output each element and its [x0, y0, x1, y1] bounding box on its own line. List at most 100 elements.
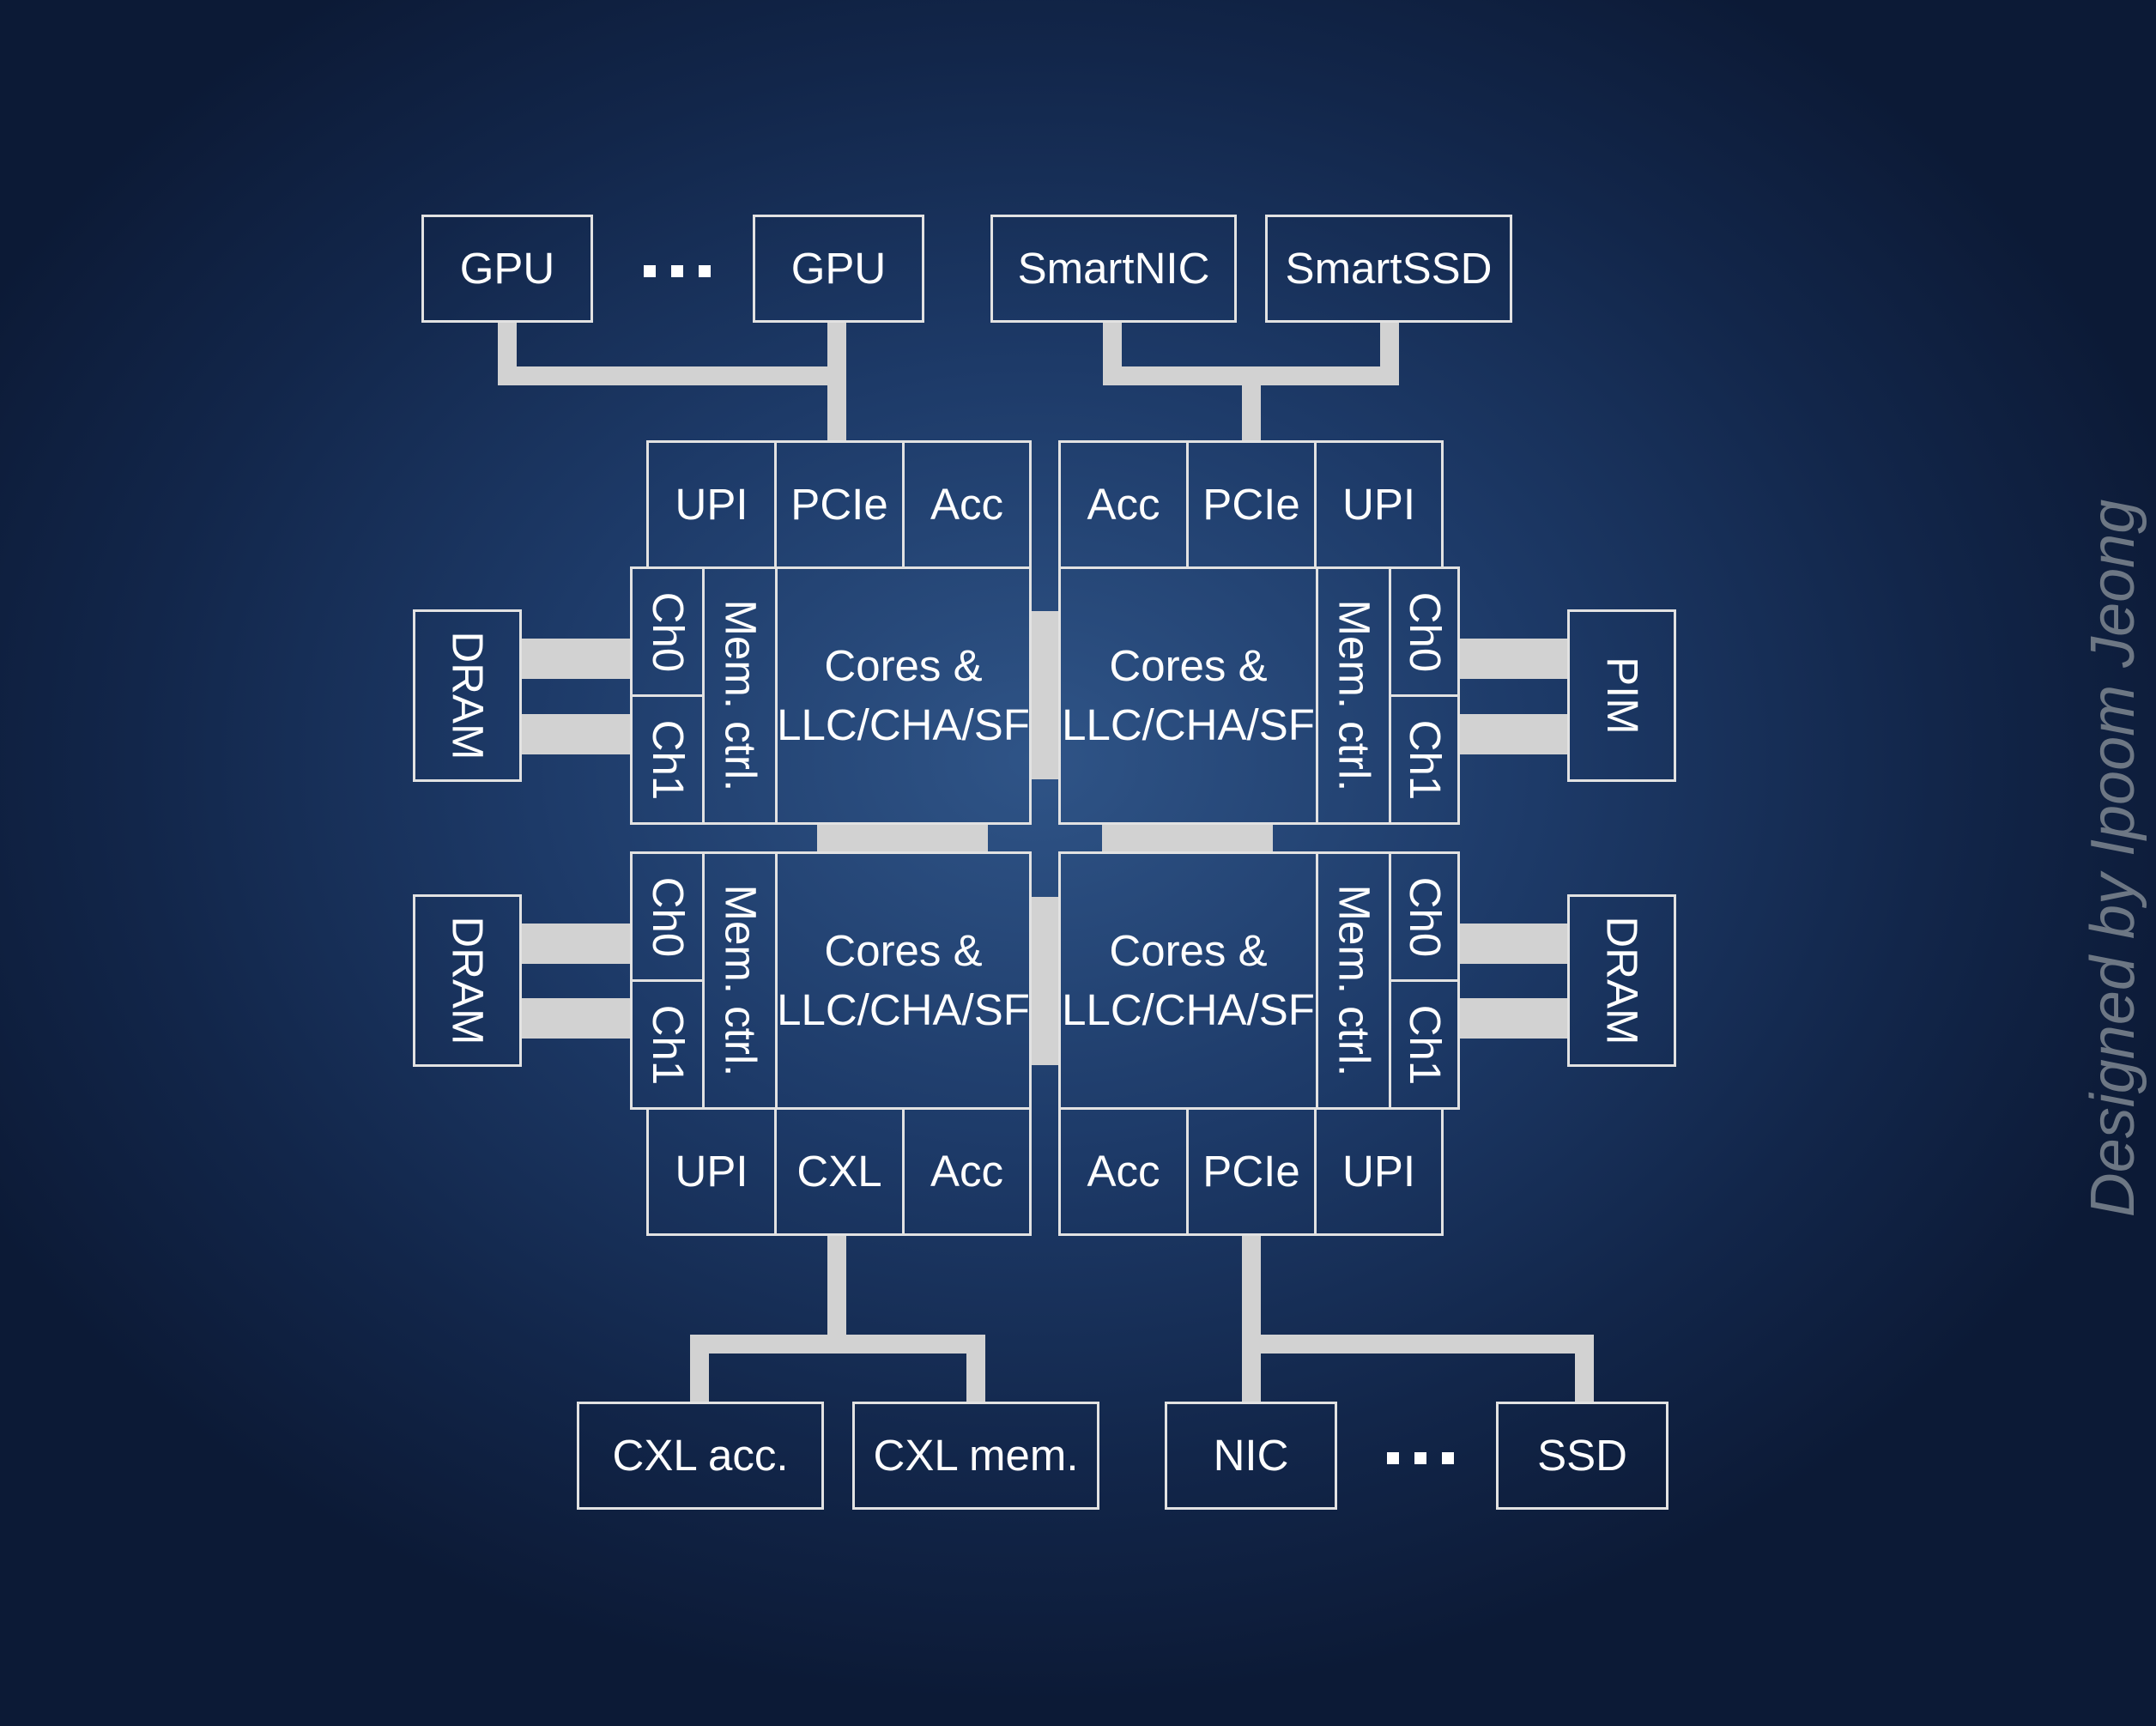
- channel-wire: [521, 924, 632, 964]
- cores-label: Cores &: [824, 925, 983, 975]
- port-label: UPI: [675, 479, 748, 529]
- smartssd-label: SmartSSD: [1285, 243, 1493, 293]
- llc-label: LLC/CHA/SF: [777, 699, 1030, 749]
- channel-label: Ch0: [643, 591, 693, 672]
- port-label: Acc: [1087, 1146, 1160, 1196]
- channel-wire: [1459, 924, 1569, 964]
- socket-bottom-right-cores: Cores & LLC/CHA/SF: [1058, 851, 1318, 1110]
- port-label: PCIe: [1202, 479, 1300, 529]
- cxl-acc-label: CXL acc.: [612, 1430, 789, 1480]
- channel-label: Ch1: [643, 1004, 693, 1085]
- socket-bottom-right-port-3: UPI: [1314, 1107, 1444, 1236]
- socket-top-right-port-1: Acc: [1058, 440, 1189, 569]
- gpu-box: GPU: [421, 215, 593, 323]
- socket-top-right-mem-ctrl: Mem. ctrl.: [1316, 566, 1391, 825]
- port-label: UPI: [1341, 1146, 1416, 1196]
- mem-ctrl-label: Mem. ctrl.: [716, 599, 766, 792]
- nic-box: NIC: [1165, 1402, 1337, 1510]
- socket-bottom-left-cores: Cores & LLC/CHA/SF: [775, 851, 1032, 1110]
- socket-bottom-left-mem-ctrl: Mem. ctrl.: [702, 851, 778, 1110]
- llc-label: LLC/CHA/SF: [1062, 699, 1315, 749]
- io-bus-wire: [1242, 1233, 1261, 1403]
- pim-box: PIM: [1567, 609, 1676, 782]
- mem-ctrl-label: Mem. ctrl.: [1329, 599, 1379, 792]
- llc-label: LLC/CHA/SF: [1062, 984, 1315, 1034]
- socket-bottom-right-port-1: Acc: [1058, 1107, 1189, 1236]
- socket-bottom-left-ch0: Ch0: [630, 851, 705, 982]
- port-label: UPI: [675, 1146, 748, 1196]
- socket-top-left-cores: Cores & LLC/CHA/SF: [775, 566, 1032, 825]
- channel-label: Ch1: [643, 719, 693, 800]
- socket-bottom-left-port-2: CXL: [774, 1107, 905, 1236]
- socket-top-left-ch1: Ch1: [630, 694, 705, 825]
- socket-link-horizontal: [1030, 611, 1059, 779]
- dram-label: DRAM: [443, 916, 493, 1045]
- channel-label: Ch1: [1400, 1004, 1450, 1085]
- ssd-box: SSD: [1496, 1402, 1668, 1510]
- socket-bottom-left-port-3: Acc: [902, 1107, 1032, 1236]
- gpu-label: GPU: [790, 243, 887, 293]
- cores-label: Cores &: [1109, 925, 1268, 975]
- gpu-bus-wire: [498, 366, 846, 385]
- port-label: PCIe: [1202, 1146, 1300, 1196]
- smartnic-box: SmartNIC: [990, 215, 1237, 323]
- channel-label: Ch0: [1400, 876, 1450, 957]
- socket-top-right-ch0: Ch0: [1389, 566, 1460, 697]
- port-label: Acc: [1087, 479, 1160, 529]
- socket-bottom-right-mem-ctrl: Mem. ctrl.: [1316, 851, 1391, 1110]
- cores-label: Cores &: [1109, 640, 1268, 690]
- smartnic-label: SmartNIC: [1017, 243, 1210, 293]
- channel-label: Ch1: [1400, 719, 1450, 800]
- cxl-bus-wire: [690, 1335, 985, 1354]
- cxl-mem-box: CXL mem.: [852, 1402, 1099, 1510]
- channel-label: Ch0: [1400, 591, 1450, 672]
- cxl-bus-wire: [966, 1335, 985, 1403]
- socket-bottom-right-ch0: Ch0: [1389, 851, 1460, 982]
- socket-bottom-left-port-1: UPI: [646, 1107, 777, 1236]
- mem-ctrl-label: Mem. ctrl.: [716, 884, 766, 1077]
- channel-wire: [521, 639, 632, 679]
- dram-label: DRAM: [443, 631, 493, 760]
- port-label: PCIe: [790, 479, 888, 529]
- port-label: Acc: [930, 1146, 1004, 1196]
- ellipsis-dots: [644, 265, 711, 277]
- ellipsis-dots: [1387, 1452, 1454, 1464]
- socket-top-right-ch1: Ch1: [1389, 694, 1460, 825]
- channel-wire: [521, 998, 632, 1039]
- gpu-box: GPU: [753, 215, 924, 323]
- designer-watermark: Designed by Ipoom Jeong: [2079, 499, 2147, 1218]
- port-label: CXL: [796, 1146, 882, 1196]
- nic-label: NIC: [1213, 1430, 1289, 1480]
- gpu-label: GPU: [459, 243, 555, 293]
- pim-label: PIM: [1597, 657, 1647, 735]
- socket-top-right-cores: Cores & LLC/CHA/SF: [1058, 566, 1318, 825]
- socket-link-vertical: [817, 822, 988, 851]
- dram-box: DRAM: [413, 609, 522, 782]
- socket-bottom-right-port-2: PCIe: [1186, 1107, 1317, 1236]
- socket-top-right-port-3: UPI: [1314, 440, 1444, 569]
- socket-bottom-left-ch1: Ch1: [630, 979, 705, 1110]
- socket-top-left-port-3: Acc: [902, 440, 1032, 569]
- channel-wire: [1459, 998, 1569, 1039]
- channel-wire: [521, 714, 632, 754]
- channel-wire: [1459, 639, 1569, 679]
- socket-link-vertical: [1102, 822, 1273, 851]
- cores-label: Cores &: [824, 640, 983, 690]
- dram-box: DRAM: [1567, 894, 1676, 1067]
- socket-top-left-port-2: PCIe: [774, 440, 905, 569]
- cxl-bus-wire: [827, 1233, 846, 1345]
- dram-label: DRAM: [1597, 916, 1647, 1045]
- channel-label: Ch0: [643, 876, 693, 957]
- cxl-acc-box: CXL acc.: [577, 1402, 824, 1510]
- smartssd-box: SmartSSD: [1265, 215, 1512, 323]
- llc-label: LLC/CHA/SF: [777, 984, 1030, 1034]
- io-bus-wire: [1575, 1335, 1594, 1403]
- cxl-bus-wire: [690, 1335, 709, 1403]
- dram-box: DRAM: [413, 894, 522, 1067]
- port-label: UPI: [1341, 479, 1416, 529]
- mem-ctrl-label: Mem. ctrl.: [1329, 884, 1379, 1077]
- socket-top-left-port-1: UPI: [646, 440, 777, 569]
- cxl-mem-label: CXL mem.: [873, 1430, 1079, 1480]
- socket-top-left-mem-ctrl: Mem. ctrl.: [702, 566, 778, 825]
- channel-wire: [1459, 714, 1569, 754]
